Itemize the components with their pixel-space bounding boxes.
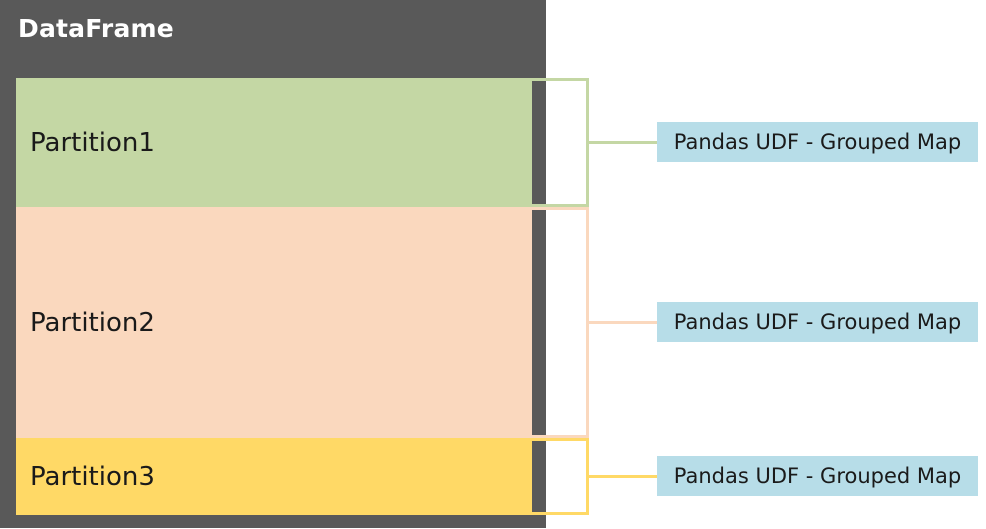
partition-1-connector [589,141,657,144]
partition-1-bracket [532,78,589,207]
udf-box-3: Pandas UDF - Grouped Map [657,456,978,496]
partition-2-bracket [532,207,589,438]
partition-2-connector [589,321,657,324]
partition-1: Partition1 [16,78,532,207]
partition-2-label: Partition2 [30,307,155,338]
udf-box-1: Pandas UDF - Grouped Map [657,122,978,162]
partition-3-bracket [532,438,589,515]
partition-1-label: Partition1 [30,127,155,158]
udf-box-2: Pandas UDF - Grouped Map [657,302,978,342]
partition-2: Partition2 [16,207,532,438]
partition-3-connector [589,475,657,478]
dataframe-title: DataFrame [18,14,174,43]
dataframe-container: DataFrame Partition1 Partition2 Partitio… [0,0,546,528]
partition-3: Partition3 [16,438,532,515]
partition-3-label: Partition3 [30,461,155,492]
